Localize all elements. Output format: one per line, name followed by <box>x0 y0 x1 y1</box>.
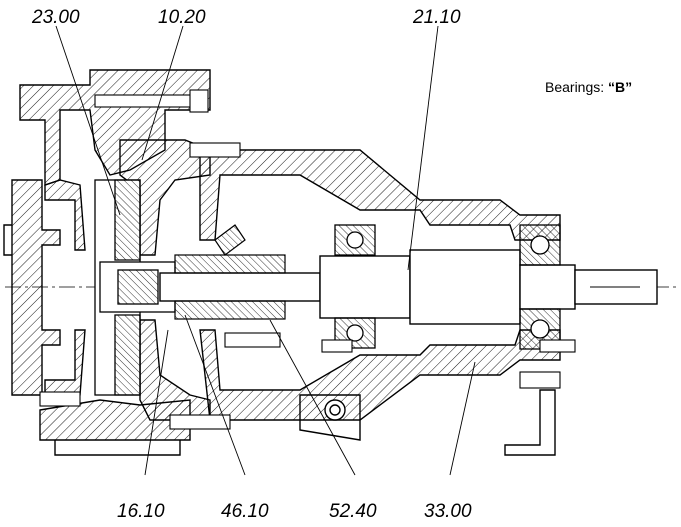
bearings-note-value: “B” <box>608 79 633 95</box>
bearings-note: Bearings: “B” <box>545 80 632 94</box>
callout-10-20: 10.20 <box>158 7 206 28</box>
bearing-left <box>334 224 376 349</box>
bearing-right <box>519 224 561 350</box>
support-foot <box>504 389 556 456</box>
callout-33-00: 33.00 <box>424 501 472 522</box>
callout-23-00: 23.00 <box>32 7 80 28</box>
bearings-note-label: Bearings: <box>545 79 609 95</box>
shaft <box>159 249 658 325</box>
callout-16-10: 16.10 <box>117 501 165 522</box>
leader-lines <box>55 25 476 476</box>
bolts <box>39 89 576 430</box>
callout-52-40: 52.40 <box>329 501 377 522</box>
shaft-seal <box>174 224 286 320</box>
suction-flange <box>3 179 61 396</box>
callout-46-10: 46.10 <box>221 501 269 522</box>
callout-21-10: 21.10 <box>413 7 461 28</box>
